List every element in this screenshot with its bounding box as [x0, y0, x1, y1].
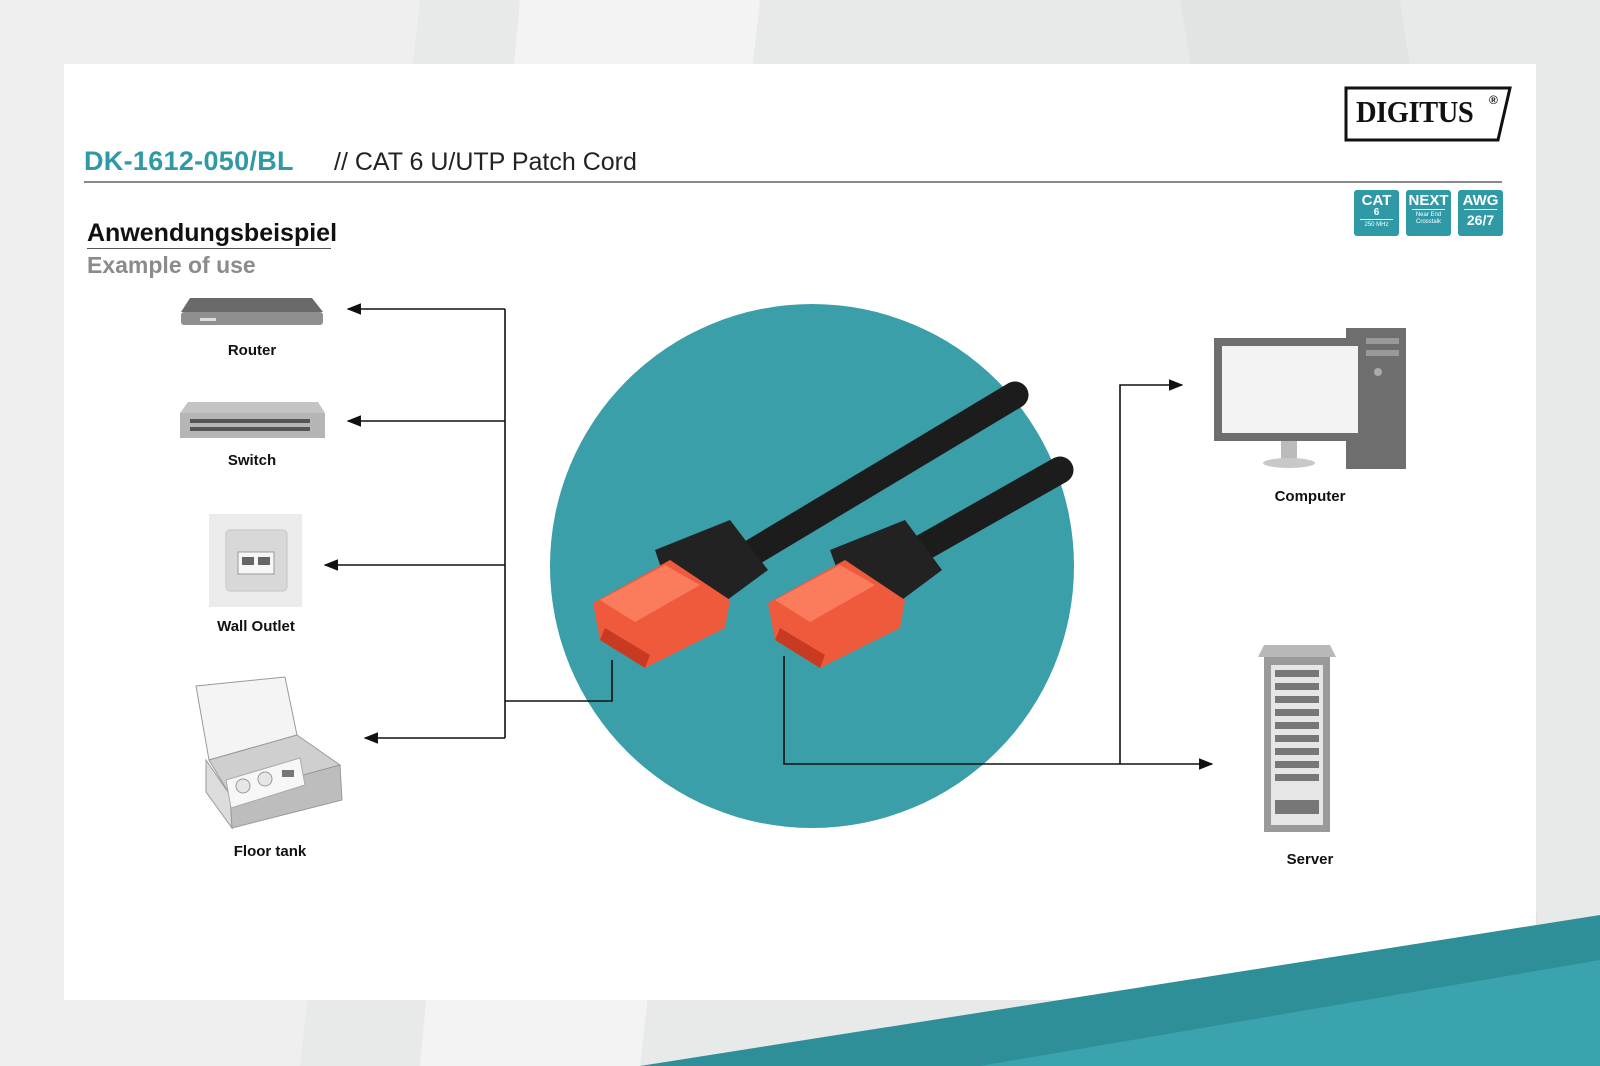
- brand-name: DIGITUS: [1356, 94, 1474, 129]
- badge-awg-title: AWG: [1462, 192, 1499, 209]
- switch-icon: [180, 402, 325, 438]
- section-title-underline: [87, 248, 331, 249]
- badge-next-sub2: Crosstalk: [1415, 219, 1441, 225]
- section-title-english: Example of use: [87, 252, 256, 278]
- badge-next-rule: [1412, 209, 1445, 210]
- badge-cat-value: 6: [1373, 207, 1380, 218]
- badge-awg-rule: [1464, 209, 1497, 210]
- badge-cat-rule: [1360, 219, 1393, 220]
- patch-cable-icon: [593, 381, 1074, 668]
- server-icon: [1258, 645, 1336, 832]
- registered-mark: ®: [1489, 93, 1498, 107]
- cat6-badge: CAT 6 250 MHz: [1354, 190, 1399, 236]
- router-label: Router: [227, 342, 277, 359]
- computer-icon: [1214, 328, 1406, 469]
- badge-next-sub: Near End: [1415, 212, 1442, 218]
- floor-tank-icon: [195, 676, 343, 830]
- wall-outlet-icon: [209, 514, 302, 607]
- left-connector-lines: [323, 303, 613, 744]
- badge-next-title: NEXT: [1408, 192, 1449, 209]
- section-title-german: Anwendungsbeispiel: [87, 219, 338, 247]
- server-label: Server: [1286, 851, 1334, 868]
- product-code: DK-1612-050/BL: [84, 146, 294, 176]
- router-icon: [181, 298, 323, 325]
- switch-label: Switch: [227, 452, 277, 469]
- product-circle: [550, 304, 1074, 828]
- badge-cat-title: CAT: [1361, 192, 1392, 209]
- awg-badge: AWG 26/7: [1458, 190, 1503, 236]
- floor-tank-label: Floor tank: [233, 843, 307, 860]
- badge-awg-value: 26/7: [1466, 212, 1495, 228]
- wall-outlet-label: Wall Outlet: [217, 618, 295, 635]
- badge-cat-sub: 250 MHz: [1364, 222, 1389, 228]
- right-connector-lines: [783, 379, 1214, 770]
- title-divider: [84, 181, 1502, 183]
- computer-label: Computer: [1274, 488, 1346, 505]
- product-description: // CAT 6 U/UTP Patch Cord: [334, 148, 637, 176]
- next-badge: NEXT Near End Crosstalk: [1406, 190, 1451, 236]
- digitus-logo-frame: [1344, 86, 1512, 142]
